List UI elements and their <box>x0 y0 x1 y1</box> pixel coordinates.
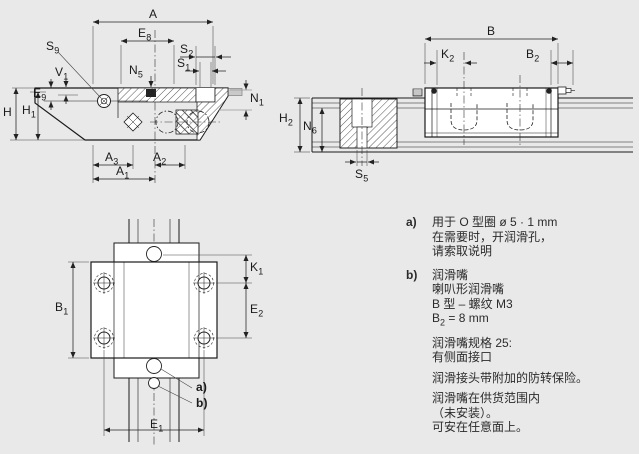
notes-panel: a) 用于 O 型圈 ø 5 · 1 mm 在需要时，开润滑孔， 请索取说明 b… <box>406 215 636 444</box>
dim-label-B: B <box>487 24 496 38</box>
dim-label-A2: A2 <box>153 150 167 167</box>
dim-label-E8: E8 <box>138 26 152 43</box>
note-a: a) 用于 O 型圈 ø 5 · 1 mm 在需要时，开润滑孔， 请索取说明 <box>406 215 636 259</box>
note-b-line: 润滑嘴规格 25: <box>432 335 513 350</box>
note-b-line: 有侧面接口 <box>432 350 493 365</box>
note-a-marker: a) <box>406 215 417 229</box>
side-lube-port <box>412 88 423 97</box>
note-b-line: 喇叭形润滑嘴 <box>432 282 505 296</box>
note-b-marker: b) <box>406 267 418 282</box>
note-b-b2-line: B2 = 8 mm <box>432 311 489 328</box>
note-b: b) 润滑嘴 喇叭形润滑嘴 B 型 – 螺纹 M3 B2 = 8 mm 润滑嘴规… <box>406 268 636 435</box>
dim-label-H: H <box>3 105 12 119</box>
seal-strip <box>227 88 243 96</box>
lube-nipple-bottom <box>148 377 160 389</box>
note-b-line: 可安在任意面上。 <box>432 420 529 435</box>
note-b-line: 润滑接头带附加的防转保险。 <box>432 370 589 385</box>
carriage-top-view <box>90 242 218 389</box>
lube-port-top <box>146 246 162 262</box>
lube-port <box>146 89 156 97</box>
dim-label-E1: E1 <box>150 417 164 434</box>
dim-label-S1: S1 <box>177 56 191 73</box>
carriage-rail-section <box>34 30 243 183</box>
rail-end-section <box>339 88 398 166</box>
note-ref-b: b) <box>196 396 208 410</box>
cross-section-view <box>10 19 252 183</box>
note-a-line: 用于 O 型圈 ø 5 · 1 mm <box>432 215 558 229</box>
dim-label-S5: S5 <box>355 167 369 184</box>
dim-label-A3: A3 <box>105 150 119 167</box>
note-b-line: B 型 – 螺纹 M3 <box>432 296 513 311</box>
top-view-dimensions <box>68 254 252 436</box>
end-cap-screw <box>546 88 552 94</box>
carriage-side <box>412 52 575 145</box>
dim-label-A1: A1 <box>116 164 130 181</box>
ball-return-outline <box>506 103 534 131</box>
lube-nipple <box>557 86 567 95</box>
dim-label-E2: E2 <box>250 302 264 319</box>
dim-label-N6: N6 <box>303 119 318 136</box>
side-view <box>294 36 633 166</box>
dim-label-E9: E9 <box>33 86 47 103</box>
dim-label-A: A <box>149 7 158 21</box>
dim-label-V1: V1 <box>55 65 69 82</box>
dim-label-N1: N1 <box>250 91 265 108</box>
dim-label-S9: S9 <box>46 39 60 56</box>
end-cap-screw <box>431 88 437 94</box>
side-view-dimensions <box>294 36 574 166</box>
ball-return-outline <box>450 103 478 131</box>
dim-label-H1: H1 <box>22 103 37 120</box>
top-view <box>68 219 252 446</box>
mounting-holes <box>93 272 215 349</box>
dim-label-B1: B1 <box>55 300 69 317</box>
dim-label-S2: S2 <box>180 42 194 59</box>
note-a-line: 请索取说明 <box>432 244 493 258</box>
note-b-line: （未安装）。 <box>432 405 499 420</box>
dim-label-H2: H2 <box>279 111 294 128</box>
note-b-line: 润滑嘴 <box>432 267 469 282</box>
note-ref-a: a) <box>196 380 208 394</box>
note-a-line: 在需要时，开润滑孔， <box>432 229 553 244</box>
cross-section-dimensions <box>10 19 252 183</box>
note-b-line: 润滑嘴在供货范围内 <box>432 391 541 406</box>
dim-label-N5: N5 <box>129 63 144 80</box>
dim-label-K2: K2 <box>441 47 455 64</box>
dim-label-K1: K1 <box>250 260 264 277</box>
dim-label-B2: B2 <box>526 47 540 64</box>
lube-port-bottom <box>146 358 162 374</box>
